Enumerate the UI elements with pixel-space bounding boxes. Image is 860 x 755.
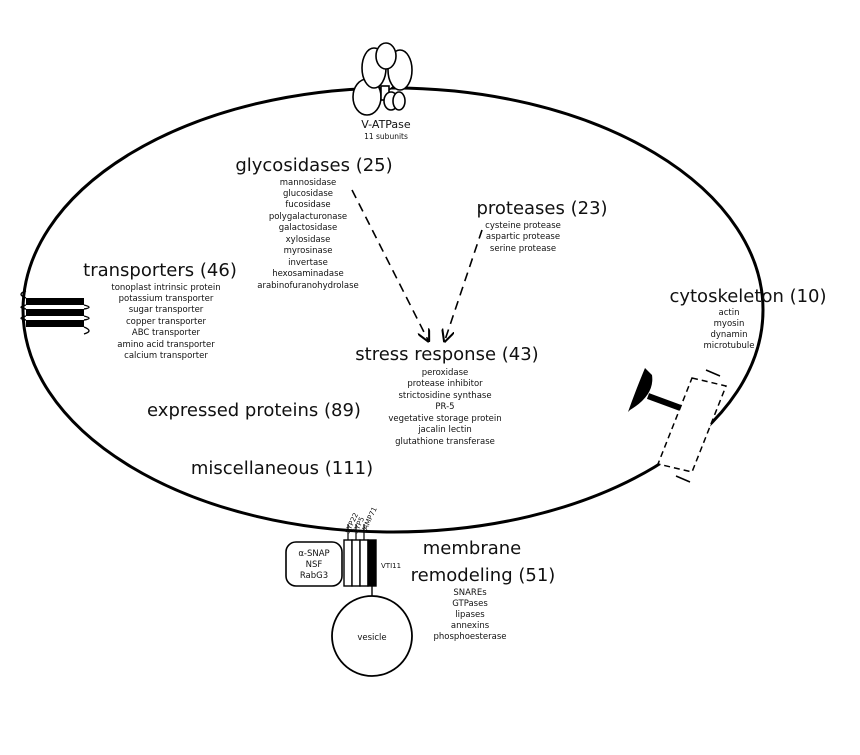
list-item: strictosidine synthase — [398, 391, 491, 401]
membrane-remodeling-title-line1: membrane — [423, 538, 521, 559]
v-atpase-icon — [352, 42, 413, 116]
list-item: myosin — [714, 319, 745, 329]
list-item: myrosinase — [284, 246, 333, 256]
cytoskeleton-anchor-icon — [628, 368, 728, 483]
proteases-list: cysteine protease aspartic protease seri… — [485, 221, 561, 254]
list-item: amino acid transporter — [117, 340, 215, 350]
proteases-arrow — [445, 229, 483, 340]
stress-response-list: peroxidase protease inhibitor strictosid… — [388, 368, 501, 447]
list-item: calcium transporter — [124, 351, 208, 361]
list-item: cysteine protease — [485, 221, 561, 231]
list-item: ABC transporter — [132, 328, 201, 338]
membrane-remodeling-list: SNAREs GTPases lipases annexins phosphoe… — [434, 588, 507, 642]
transporters-list: tonoplast intrinsic protein potassium tr… — [111, 283, 220, 361]
list-item: glutathione transferase — [395, 437, 495, 447]
list-item: xylosidase — [286, 235, 331, 245]
list-item: fucosidase — [285, 200, 330, 210]
list-item: tonoplast intrinsic protein — [111, 283, 220, 293]
list-item: peroxidase — [422, 368, 469, 378]
v-atpase-subtitle: 11 subunits — [364, 132, 408, 141]
glycosidases-arrow — [351, 189, 428, 340]
list-item: galactosidase — [279, 223, 337, 233]
glycosidases-list: mannosidase glucosidase fucosidase polyg… — [257, 178, 358, 291]
list-item: serine protease — [490, 244, 556, 254]
snap-box-item: NSF — [306, 560, 323, 570]
list-item: lipases — [455, 610, 485, 620]
list-item: sugar transporter — [129, 305, 204, 315]
snap-box-item: RabG3 — [300, 571, 328, 581]
list-item: SNAREs — [453, 588, 487, 598]
list-item: copper transporter — [126, 317, 207, 327]
snare-label-vti11: VTI11 — [381, 562, 401, 570]
list-item: microtubule — [704, 341, 755, 351]
list-item: arabinofuranohydrolase — [257, 281, 358, 291]
list-item: phosphoesterase — [434, 632, 507, 642]
list-item: dynamin — [710, 330, 747, 340]
list-item: vegetative storage protein — [388, 414, 501, 424]
list-item: GTPases — [452, 599, 488, 609]
v-atpase-title: V-ATPase — [361, 118, 411, 131]
list-item: annexins — [451, 621, 490, 631]
list-item: invertase — [288, 258, 328, 268]
membrane-remodeling-title-line2: remodeling (51) — [411, 565, 556, 586]
expressed-proteins-title: expressed proteins (89) — [147, 400, 361, 421]
snap-box-item: α-SNAP — [298, 549, 329, 559]
list-item: polygalacturonase — [269, 212, 347, 222]
transporter-protein-icon — [20, 290, 90, 335]
snap-box — [285, 541, 343, 587]
proteases-title: proteases (23) — [476, 198, 607, 219]
list-item: hexosaminadase — [272, 269, 344, 279]
cytoskeleton-list: actin myosin dynamin microtubule — [704, 308, 755, 351]
list-item: PR-5 — [435, 402, 454, 412]
glycosidases-title: glycosidases (25) — [235, 155, 392, 176]
miscellaneous-title: miscellaneous (111) — [191, 458, 373, 479]
list-item: potassium transporter — [119, 294, 214, 304]
stress-response-title: stress response (43) — [355, 344, 538, 365]
list-item: protease inhibitor — [407, 379, 483, 389]
vesicle-circle — [331, 595, 413, 677]
cytoskeleton-title: cytoskeleton (10) — [669, 286, 826, 307]
list-item: jacalin lectin — [417, 425, 472, 435]
list-item: actin — [719, 308, 740, 318]
list-item: glucosidase — [283, 189, 333, 199]
vesicle-label: vesicle — [357, 633, 386, 643]
snare-complex-icon — [343, 524, 377, 600]
list-item: aspartic protease — [486, 232, 560, 242]
transporters-title: transporters (46) — [83, 260, 237, 281]
list-item: mannosidase — [280, 178, 337, 188]
